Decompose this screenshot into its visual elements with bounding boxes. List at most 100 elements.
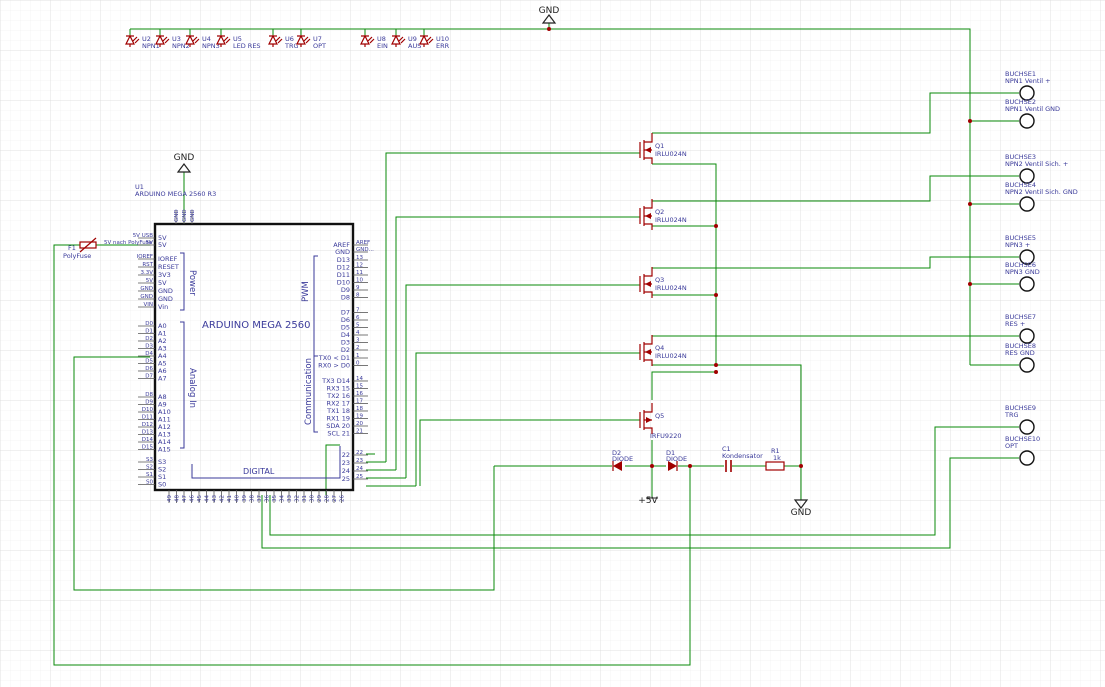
pin-ext-label: 10 (356, 278, 363, 284)
pin-label: S2 (158, 466, 166, 474)
socket-label: NPN2 Ventil Sich. + (1005, 160, 1068, 168)
power-bracket (180, 252, 185, 311)
pin-label: 22 (342, 451, 350, 459)
gnd-label-arduino: GND (174, 153, 195, 163)
pin-ext-label: D14 (142, 437, 154, 443)
pin-ext-label: 24 (356, 466, 363, 472)
pin-label: 45 (197, 495, 203, 502)
pin-label: TX0 < D1 (318, 354, 350, 362)
led-ref: U6 (285, 35, 294, 43)
pin-label: GND (190, 209, 196, 222)
vcc-symbol: +5V (638, 496, 658, 506)
led-label: AUS (408, 42, 421, 50)
pin-ext-label: 5V (146, 278, 153, 284)
led-label: ERR (436, 42, 450, 50)
vcc-label: +5V (638, 496, 658, 506)
pin-ext-label: 11 (356, 270, 363, 276)
pin-label: 24 (342, 467, 350, 475)
resistor-r1: R1 1k (765, 447, 785, 471)
capacitor-value: Kondensator (722, 452, 763, 460)
pin-label: 48 (175, 495, 181, 502)
socket-label: TRG (1004, 411, 1019, 419)
socket-ref: BUCHSE10 (1005, 435, 1040, 443)
pin-label: GND (158, 287, 173, 295)
pin-label: TX1 18 (326, 407, 350, 415)
pin-ext-label: RST (142, 262, 153, 268)
pin-label: TX2 16 (326, 392, 350, 400)
arduino-ref: U1 (135, 183, 144, 191)
pin-ext-label: D10 (142, 407, 154, 413)
pin-label: 37 (257, 495, 263, 502)
pin-ext-label: 8 (356, 293, 360, 299)
pin-label: 49 (167, 495, 173, 502)
pin-ext-label: AREF (356, 240, 370, 246)
polyfuse-ref: F1 (68, 244, 76, 252)
pin-label: RX1 19 (327, 415, 350, 423)
pin-ext-label: 17 (356, 399, 363, 405)
pwm-group-label: PWM (301, 281, 311, 302)
diode-d1-ref: D1 (666, 449, 675, 457)
pin-label: 29 (317, 495, 323, 502)
led-ref: U5 (233, 35, 242, 43)
socket-ref: BUCHSE9 (1005, 404, 1036, 412)
led-ref: U9 (408, 35, 417, 43)
pin-ext-label: D7 (145, 374, 153, 380)
pin-label: GND (335, 248, 350, 256)
led-ref: U4 (202, 35, 211, 43)
power-group-label: Power (187, 270, 197, 296)
digital-group-label: DIGITAL (243, 467, 275, 476)
pin-ext-label: D15 (142, 445, 154, 451)
mosfet-value: IRFU9220 (650, 432, 681, 440)
pin-ext-label: S3 (146, 457, 153, 463)
pin-label: 47 (182, 495, 188, 502)
led-label: NPN1 (142, 42, 160, 50)
pin-label: A2 (158, 337, 167, 345)
pin-label: A8 (158, 393, 167, 401)
capacitor-ref: C1 (722, 445, 731, 453)
pin-ext-label: 14 (356, 376, 363, 382)
pin-label: 33 (287, 495, 293, 502)
pin-label: A14 (158, 438, 171, 446)
pin-label: 23 (342, 459, 350, 467)
resistor-value: 1k (773, 454, 781, 462)
pin-label: A4 (158, 352, 167, 360)
junction-dots (547, 27, 972, 468)
pin-ext-label: 18 (356, 406, 363, 412)
polyfuse-value: PolyFuse (63, 252, 91, 260)
analog-bracket (180, 321, 185, 449)
led-ref: U3 (172, 35, 181, 43)
pin-label: A3 (158, 345, 167, 353)
socket-label: NPN1 Ventil GND (1005, 105, 1060, 113)
pin-ext-label: D11 (142, 415, 153, 421)
pin-label: 3V3 (158, 271, 171, 279)
pin-ext-label: 16 (356, 391, 363, 397)
pin-label: D6 (341, 316, 350, 324)
pin-ext-label: D9 (145, 400, 153, 406)
pin-ext-label: 15 (356, 384, 363, 390)
mosfet-ref: Q5 (655, 412, 664, 420)
arduino-mega: U1 ARDUINO MEGA 2560 R3 ARDUINO MEGA 256… (133, 183, 374, 503)
led-label: TRG (284, 42, 299, 50)
mosfet-ref: Q1 (655, 142, 664, 150)
pin-label: S3 (158, 458, 166, 466)
pin-label: Vin (158, 303, 168, 311)
pin-label: RX0 > D0 (318, 362, 350, 370)
pin-label: D13 (337, 256, 350, 264)
pin-label: 41 (227, 495, 233, 502)
pin-label: A5 (158, 360, 167, 368)
pin-label: 5V (158, 241, 167, 249)
mosfet-ref: Q2 (655, 208, 664, 216)
pin-label: 31 (302, 495, 308, 502)
pin-label: IOREF (158, 255, 178, 263)
mosfet-ref: Q3 (655, 276, 664, 284)
diode-d1-value: DIODE (666, 455, 687, 463)
pin-ext-label: D6 (145, 366, 153, 372)
